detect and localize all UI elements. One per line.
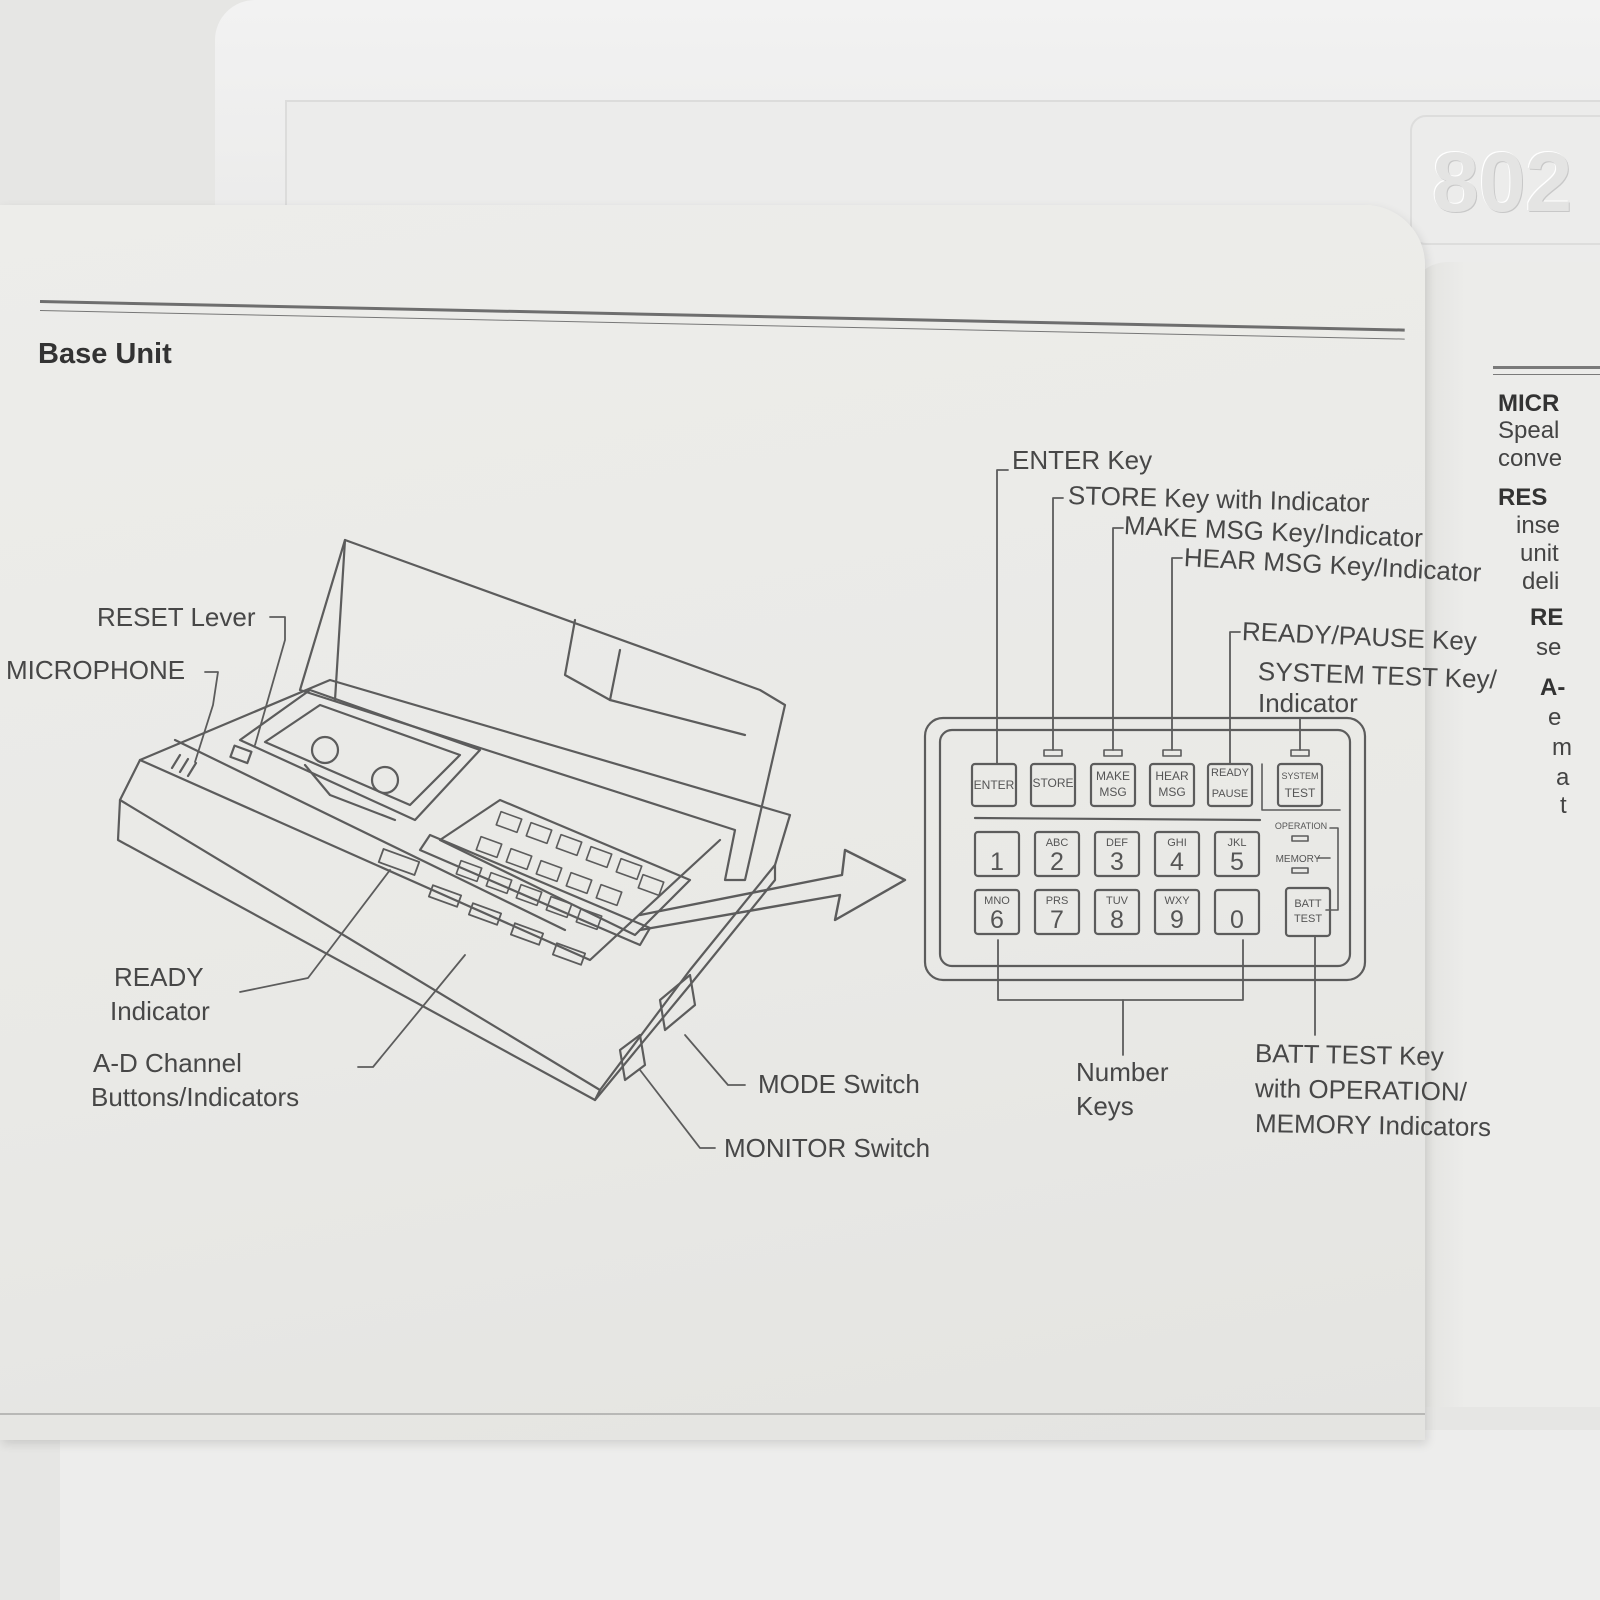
label-monitor-switch: MONITOR Switch bbox=[724, 1133, 931, 1163]
key-make-msg-2: MSG bbox=[1099, 785, 1127, 799]
label-reset-lever: RESET Lever bbox=[97, 602, 256, 632]
key-hear-msg-2: MSG bbox=[1158, 785, 1186, 799]
key-ready-pause-2: PAUSE bbox=[1211, 788, 1249, 800]
reset-lever-part bbox=[229, 744, 253, 765]
microphone-grille bbox=[170, 753, 198, 778]
key-enter[interactable]: ENTER bbox=[973, 778, 1015, 792]
key-4-letters: GHI bbox=[1167, 837, 1187, 849]
operation-indicator-label: OPERATION bbox=[1274, 821, 1328, 831]
key-8[interactable]: 8 bbox=[1110, 906, 1124, 934]
label-system-test-key-2: Indicator bbox=[1258, 688, 1358, 718]
key-ready-pause[interactable]: READY bbox=[1211, 767, 1249, 779]
right-page-rule bbox=[1493, 366, 1600, 369]
key-5-letters: JKL bbox=[1227, 837, 1247, 849]
page-bottom-edge bbox=[0, 1413, 1425, 1415]
key-4[interactable]: 4 bbox=[1170, 848, 1184, 876]
right-page-text: unit bbox=[1520, 540, 1559, 567]
right-page-heading-micr: MICR bbox=[1498, 390, 1560, 417]
key-system-test[interactable]: SYSTEM bbox=[1281, 771, 1319, 781]
label-number-keys-2: Keys bbox=[1076, 1091, 1134, 1121]
right-page-heading-re: RE bbox=[1530, 604, 1564, 631]
unit-keypad-panel bbox=[418, 798, 692, 947]
right-page-text: se bbox=[1536, 634, 1562, 661]
label-enter-key: ENTER Key bbox=[1012, 445, 1153, 475]
key-5[interactable]: 5 bbox=[1230, 848, 1244, 876]
label-ready-indicator-2: Indicator bbox=[110, 996, 210, 1026]
unit-side-switches bbox=[618, 973, 697, 1082]
right-page: MICR Speal conve RES inse unit deli RE s… bbox=[1408, 262, 1600, 1407]
right-page-heading-a: A- bbox=[1540, 674, 1566, 701]
keypad-number-keys bbox=[973, 830, 1332, 938]
base-unit-body bbox=[116, 678, 792, 1102]
key-6-letters: MNO bbox=[984, 895, 1010, 907]
lid bbox=[298, 538, 787, 882]
section-title: Base Unit bbox=[38, 338, 172, 370]
label-batt-test-key-2: with OPERATION/ bbox=[1254, 1073, 1468, 1107]
unit-keypad-keys bbox=[455, 810, 665, 931]
key-store[interactable]: STORE bbox=[1032, 776, 1074, 790]
label-number-keys: Number bbox=[1076, 1057, 1169, 1087]
right-page-text: inse bbox=[1516, 512, 1561, 539]
unit-channel-buttons bbox=[377, 848, 587, 966]
key-9-letters: WXY bbox=[1164, 895, 1190, 907]
key-2[interactable]: 2 bbox=[1050, 848, 1064, 876]
right-page-text: m bbox=[1552, 734, 1572, 761]
leader-lines-unit bbox=[194, 616, 746, 1149]
label-microphone: MICROPHONE bbox=[6, 655, 186, 685]
cassette-compartment bbox=[238, 688, 482, 822]
key-9[interactable]: 9 bbox=[1170, 906, 1184, 934]
foam-embossed-number: 802 bbox=[1410, 115, 1600, 245]
label-mode-switch: MODE Switch bbox=[758, 1069, 920, 1099]
key-7[interactable]: 7 bbox=[1050, 906, 1064, 934]
leader-lines-keypad bbox=[996, 469, 1316, 1056]
key-batt-test[interactable]: BATT bbox=[1294, 898, 1322, 910]
label-ad-channel-2: Buttons/Indicators bbox=[91, 1082, 300, 1112]
right-page-heading-res: RES bbox=[1498, 484, 1548, 511]
key-make-msg[interactable]: MAKE bbox=[1095, 769, 1130, 783]
callout-arrow bbox=[638, 848, 907, 932]
right-page-text: deli bbox=[1522, 568, 1560, 595]
foam-packaging-bottom bbox=[60, 1430, 1600, 1600]
memory-indicator-label: MEMORY bbox=[1275, 854, 1321, 865]
keypad-indicators bbox=[1043, 749, 1339, 911]
key-3-letters: DEF bbox=[1106, 837, 1128, 849]
label-ad-channel: A-D Channel bbox=[93, 1048, 242, 1078]
right-page-text: a bbox=[1556, 764, 1570, 791]
key-7-letters: PRS bbox=[1045, 895, 1069, 907]
key-1[interactable]: 1 bbox=[990, 848, 1004, 876]
key-hear-msg[interactable]: HEAR bbox=[1155, 769, 1189, 783]
label-ready-indicator: READY bbox=[114, 962, 204, 992]
key-0[interactable]: 0 bbox=[1230, 906, 1244, 934]
key-2-letters: ABC bbox=[1045, 837, 1069, 849]
right-page-text: Speal bbox=[1498, 417, 1560, 444]
key-6[interactable]: 6 bbox=[990, 906, 1004, 934]
right-page-text: e bbox=[1548, 704, 1562, 731]
right-page-rule-thin bbox=[1493, 374, 1600, 375]
key-system-test-2: TEST bbox=[1284, 786, 1316, 800]
keypad-enlarged-panel bbox=[923, 716, 1367, 982]
right-page-text: t bbox=[1560, 792, 1567, 819]
key-8-letters: TUV bbox=[1106, 895, 1128, 907]
label-batt-test-key: BATT TEST Key bbox=[1254, 1038, 1445, 1072]
right-page-text: conve bbox=[1498, 445, 1563, 472]
key-batt-test-2: TEST bbox=[1293, 913, 1323, 925]
label-batt-test-key-3: MEMORY Indicators bbox=[1254, 1108, 1492, 1143]
key-3[interactable]: 3 bbox=[1110, 848, 1124, 876]
